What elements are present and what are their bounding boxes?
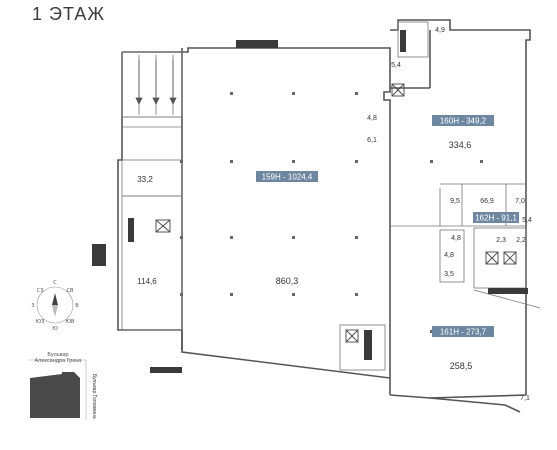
compass-ring (36, 286, 74, 324)
plan-arrows (135, 60, 177, 105)
unit-tag-159[interactable]: 159Н - 1024,4 (256, 171, 318, 182)
room-5-4-right: 5,4 (522, 217, 532, 224)
compass-ne: СВ (67, 288, 74, 294)
room-4-8-low: 4,8 (444, 252, 454, 259)
room-4-8-mid: 4,8 (451, 235, 461, 242)
floor-title: 1 ЭТАЖ (32, 4, 105, 24)
plan-inner-walls (121, 21, 541, 371)
room-7-1: 7,1 (520, 395, 530, 402)
room-2-2: 2,2 (516, 237, 526, 244)
room-4-8-top: 4,8 (367, 115, 377, 122)
street-east-label: Бульвар Головкина (91, 374, 97, 419)
unit-area-159: 860,3 (276, 276, 299, 286)
room-2-3: 2,3 (496, 237, 506, 244)
room-labels: 33,2 114,6 4,9 5,4 4,8 6,1 66,9 9,5 7,0 … (137, 27, 532, 402)
room-9-5: 9,5 (450, 198, 460, 205)
compass-w: З (31, 303, 34, 309)
unit-area-161: 258,5 (450, 361, 473, 371)
compass-nw: СЗ (37, 288, 44, 294)
unit-tag-160-text: 160Н - 349,2 (440, 117, 487, 126)
unit-tag-160[interactable]: 160Н - 349,2 (432, 115, 494, 126)
compass: С В Ю З СВ СЗ ЮВ ЮЗ (31, 280, 79, 332)
unit-tag-162-text: 162Н - 91,1 (475, 214, 517, 223)
street-south-label: Бульвар Александра Грина (30, 352, 86, 364)
street-south-line2: Александра Грина (34, 358, 82, 364)
compass-se: ЮВ (66, 319, 75, 325)
unit-area-160: 334,6 (449, 140, 472, 150)
room-5-4-top: 5,4 (391, 62, 401, 69)
unit-tag-161[interactable]: 161Н - 273,7 (432, 326, 494, 337)
unit-tag-162[interactable]: 162Н - 91,1 (473, 212, 519, 223)
compass-needle-tail-icon (52, 305, 58, 317)
compass-sw: ЮЗ (36, 319, 45, 325)
room-7-0: 7,0 (515, 198, 525, 205)
plan-columns (180, 92, 483, 333)
room-3-5: 3,5 (444, 271, 454, 278)
room-4-9: 4,9 (435, 27, 445, 34)
building-locator-map (30, 372, 80, 418)
plan-elevators (155, 83, 517, 343)
compass-needle-icon (52, 293, 58, 305)
room-114-6: 114,6 (137, 277, 157, 286)
room-6-1: 6,1 (367, 137, 377, 144)
compass-e: В (75, 303, 79, 309)
plan-hatches (92, 30, 528, 373)
unit-tag-159-text: 159Н - 1024,4 (262, 173, 313, 182)
compass-s: Ю (52, 326, 58, 332)
compass-n: С (53, 280, 57, 286)
unit-tag-161-text: 161Н - 273,7 (440, 328, 487, 337)
plan-outer-walls (117, 19, 531, 413)
street-south-line1: Бульвар (47, 352, 69, 358)
room-66-9: 66,9 (480, 198, 494, 205)
room-33-2: 33,2 (137, 175, 153, 184)
